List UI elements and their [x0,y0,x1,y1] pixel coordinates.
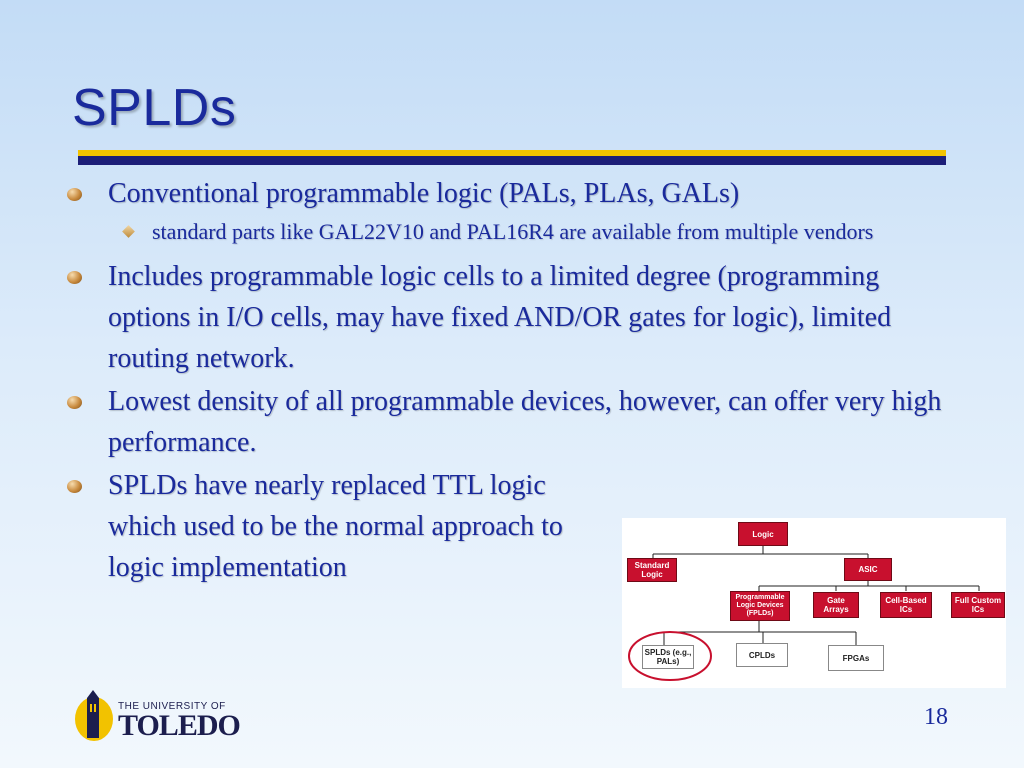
slide-title: SPLDs [72,79,237,137]
university-logo: THE UNIVERSITY OF TOLEDO [74,690,254,742]
node-gate-arrays: Gate Arrays [813,592,859,618]
bullet-text: Includes programmable logic cells to a l… [108,261,892,374]
node-logic: Logic [738,522,788,546]
bullet-text: Conventional programmable logic (PALs, P… [108,178,740,209]
title-rule-navy [78,156,946,165]
highlight-ellipse [628,631,712,681]
sub-bullet-text: standard parts like GAL22V10 and PAL16R4… [152,219,874,244]
node-fpgas: FPGAs [828,645,884,671]
logo-line1: THE UNIVERSITY OF [118,701,226,712]
logo-line2: TOLEDO [118,709,241,742]
bullet-dot-icon [67,480,82,493]
node-splds: SPLDs (e.g., PALs) [642,645,694,669]
bullet-item: Includes programmable logic cells to a l… [62,256,962,379]
logic-hierarchy-diagram: Logic Standard Logic ASIC Programmable L… [622,518,1006,688]
node-fplds: Programmable Logic Devices (FPLDs) [730,591,790,621]
node-full-custom: Full Custom ICs [951,592,1005,618]
bullet-dot-icon [67,188,82,201]
bullet-item: Conventional programmable logic (PALs, P… [62,173,962,214]
bullet-dot-icon [67,396,82,409]
node-cplds: CPLDs [736,643,788,667]
bullet-list: Conventional programmable logic (PALs, P… [62,173,962,590]
node-asic: ASIC [844,558,892,581]
diagram-connectors [652,546,980,645]
page-number: 18 [924,704,948,730]
bullet-text: SPLDs have nearly replaced TTL logic whi… [108,470,563,583]
bullet-dot-icon [67,271,82,284]
sub-bullet-diamond-icon [122,225,135,238]
university-tower-icon [75,690,113,741]
title-rule-gold [78,150,946,156]
bullet-item: SPLDs have nearly replaced TTL logic whi… [62,465,588,588]
bullet-text: Lowest density of all programmable devic… [108,386,942,458]
sub-bullet-item: standard parts like GAL22V10 and PAL16R4… [62,216,962,248]
node-cell-based: Cell-Based ICs [880,592,932,618]
bullet-item: Lowest density of all programmable devic… [62,381,962,463]
node-standard-logic: Standard Logic [627,558,677,582]
